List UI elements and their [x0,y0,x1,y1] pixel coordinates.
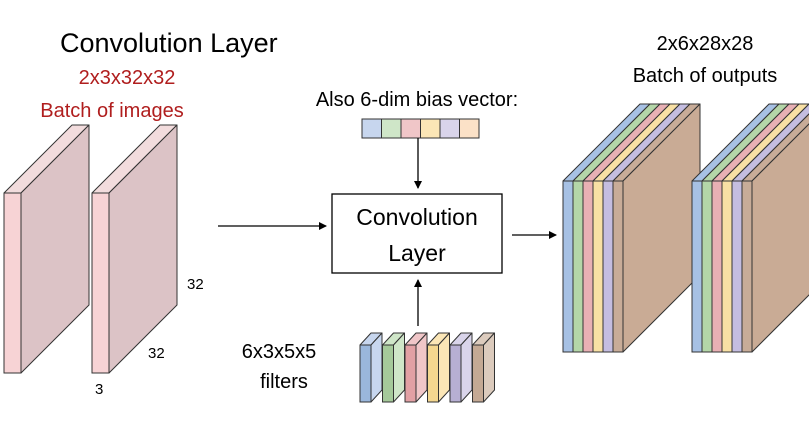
convolution-layer-box [331,193,503,274]
output-batch-label: Batch of outputs [633,65,778,87]
output-shape-label: 2x6x28x28 [657,33,754,55]
filter-front [404,344,417,403]
bias-cell [420,118,441,139]
filter-side [415,332,428,403]
filter-side [460,332,473,403]
filter-front [359,344,372,403]
output-slice-front [562,180,574,353]
bias-vector [361,118,480,139]
output-slice-front [711,180,723,353]
output-block [691,103,809,353]
output-slice-front [612,180,624,353]
image-block-side [108,124,178,374]
input-width-dim: 32 [148,345,165,362]
filter-side [370,332,383,403]
filter-block [427,332,450,403]
filter-side [393,332,405,403]
filter-bank [359,332,495,403]
output-slice-front [741,180,753,353]
output-slice-front [602,180,614,353]
input-image-block [91,124,178,374]
filter-side [438,332,450,403]
filter-block [404,332,428,403]
image-block-front [3,192,22,374]
image-block-front [91,192,110,374]
input-shape-label: 2x3x32x32 [79,67,176,89]
output-slice-front [582,180,594,353]
image-block-side [20,124,90,374]
filter-side [483,332,495,403]
bias-cell [361,118,382,139]
bias-cell [381,118,402,139]
filter-block [382,332,405,403]
layer-label-line1: Convolution [356,204,477,230]
filter-front [427,344,439,403]
input-image-batch [3,124,178,374]
filters-shape-label: 6x3x5x5 [242,341,317,363]
output-slice-front [731,180,743,353]
layer-label-line2: Layer [388,240,446,266]
filter-block [449,332,473,403]
bias-cell [439,118,460,139]
input-channels-dim: 3 [95,381,103,398]
input-batch-label: Batch of images [40,100,183,122]
filter-block [359,332,383,403]
diagram-title: Convolution Layer [60,28,278,58]
bias-cell [459,118,480,139]
filter-block [472,332,495,403]
bias-label: Also 6-dim bias vector: [316,89,518,111]
output-batch [562,103,809,353]
output-slice-front [572,180,584,353]
filter-front [472,344,484,403]
filters-label: filters [260,371,308,393]
output-slice-front [592,180,604,353]
input-height-dim: 32 [187,276,204,293]
output-slice-front [701,180,713,353]
output-block [562,103,701,353]
output-slice-front [721,180,733,353]
bias-cell [400,118,421,139]
input-image-block [3,124,90,374]
output-slice-front [691,180,703,353]
filter-front [382,344,394,403]
filter-front [449,344,462,403]
